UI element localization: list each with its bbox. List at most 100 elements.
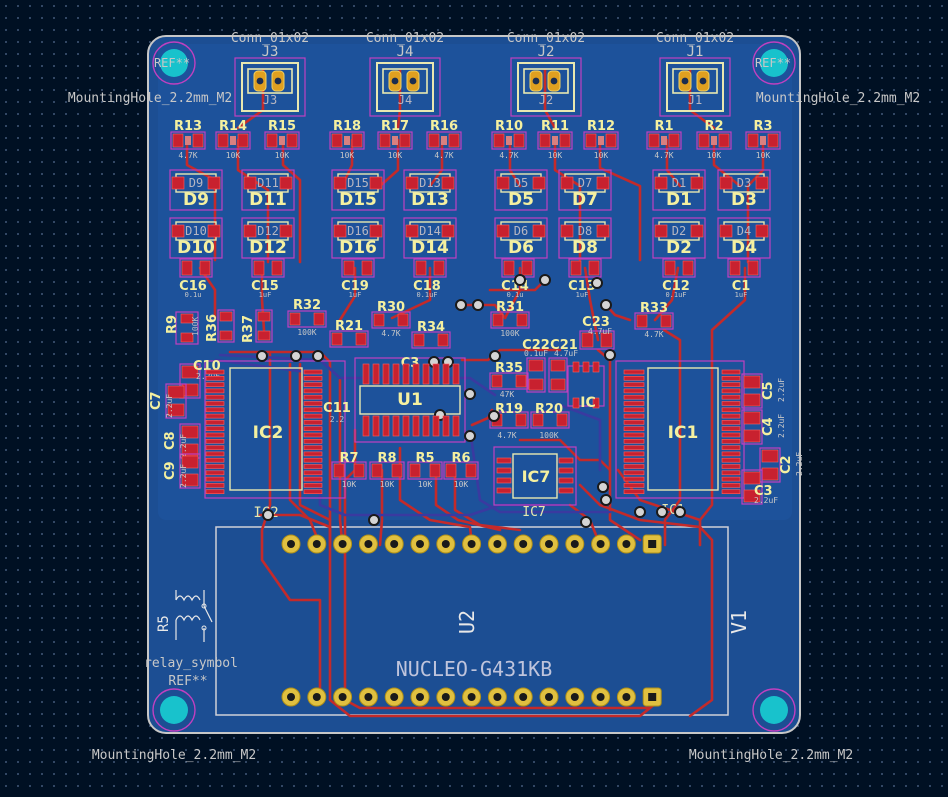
ic1-footprint[interactable] [615, 360, 745, 499]
c22-val: 0.1uF [524, 349, 548, 358]
via [600, 494, 612, 506]
r30-footprint[interactable] [371, 311, 411, 329]
r31-footprint[interactable] [490, 311, 530, 329]
ic7-ref: IC7 [522, 467, 551, 486]
copper-track [260, 352, 322, 692]
u1-footprint[interactable] [354, 357, 466, 443]
r35-footprint[interactable] [489, 372, 529, 390]
c21-footprint[interactable] [548, 357, 568, 393]
ic2-footprint[interactable] [204, 360, 346, 499]
r9-footprint[interactable] [175, 311, 199, 345]
r20-footprint[interactable] [530, 411, 570, 429]
ic-sot-footprint[interactable] [567, 361, 605, 409]
mounting-hole-bl[interactable] [152, 688, 196, 732]
r34-footprint[interactable] [411, 331, 451, 349]
capacitor-ref: C5 [761, 381, 776, 400]
copper-track [378, 138, 400, 188]
capacitor-value: 1uF [259, 291, 272, 299]
connector-ref: J2 [538, 44, 555, 60]
resistor-ref: R15 [268, 119, 296, 134]
board-inner-fill [158, 44, 792, 520]
mounting-hole-tr[interactable] [752, 41, 796, 85]
capacitor-ref: C19 [341, 279, 369, 294]
c22-footprint[interactable] [526, 357, 546, 393]
r37-footprint[interactable] [255, 309, 273, 343]
relay-symbol[interactable] [175, 590, 213, 642]
mounting-hole-tl[interactable] [152, 41, 196, 85]
mh-tr-ref: REF** [755, 56, 791, 70]
relay-ref2: REF** [168, 674, 207, 689]
r33-footprint[interactable] [634, 312, 674, 330]
mounting-hole-br[interactable] [752, 688, 796, 732]
capacitor-c3[interactable]: C32.2uF [741, 469, 778, 505]
ic7-footprint[interactable] [493, 446, 577, 506]
diode-ref: D16 [339, 238, 377, 258]
r36-footprint[interactable] [217, 309, 235, 343]
r21-footprint[interactable] [329, 330, 369, 348]
copper-track [343, 138, 354, 182]
r32-footprint[interactable] [287, 310, 327, 328]
r33-val: 4.7K [644, 330, 663, 339]
c23-footprint[interactable] [579, 330, 615, 350]
capacitor-value: 0.1uF [665, 291, 686, 299]
capacitor-row: C160.1uC151uFC191uFC180.1uFC140.1uC131uF… [179, 258, 761, 299]
diode-ref: D8 [572, 238, 598, 258]
connector-value: Conn_01x02 [656, 31, 734, 46]
resistor-r1[interactable]: R14.7K [646, 119, 682, 160]
copper-track [338, 378, 344, 542]
resistor-ref: R7 [339, 451, 358, 466]
